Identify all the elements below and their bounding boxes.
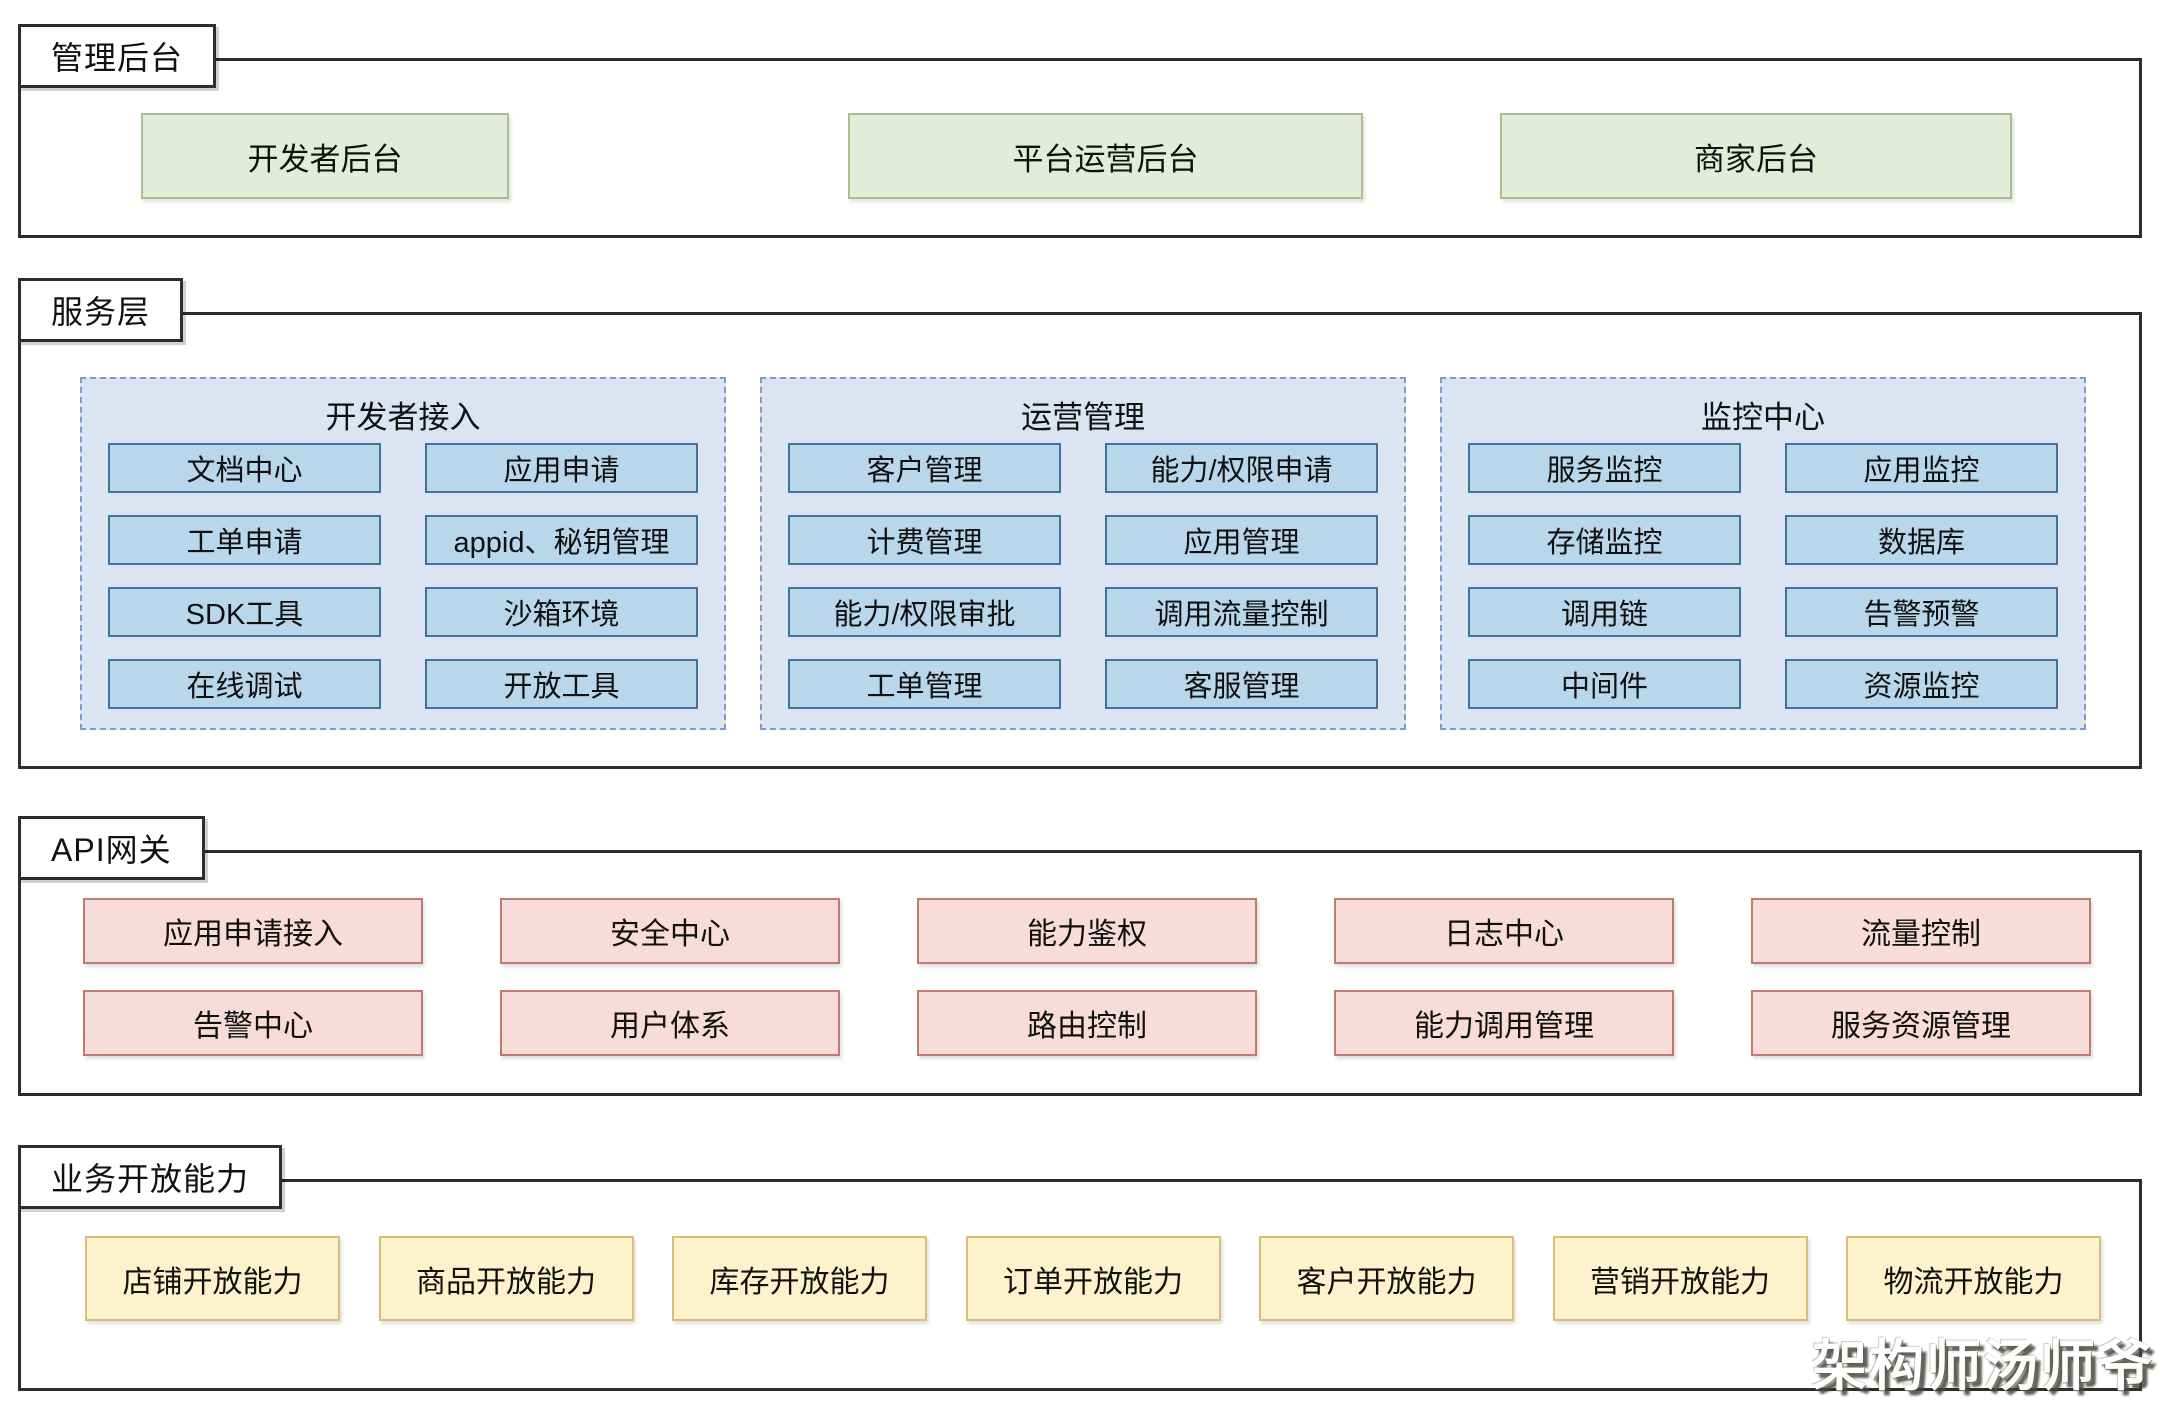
gateway-item-box: 日志中心 — [1334, 898, 1674, 964]
gateway-item-box: 服务资源管理 — [1751, 990, 2091, 1056]
capability-item-box: 商品开放能力 — [378, 1236, 634, 1321]
watermark: 架构师汤师爷 — [1811, 1335, 2154, 1397]
capability-item-box: 库存开放能力 — [672, 1236, 927, 1321]
gateway-item-box: 能力调用管理 — [1334, 990, 1674, 1056]
service-item-box: 工单管理 — [788, 659, 1061, 709]
gateway-items: 应用申请接入 安全中心 能力鉴权 日志中心 流量控制 告警中心 用户体系 路由控… — [83, 898, 2091, 1056]
service-item-box: 客户管理 — [788, 443, 1061, 493]
capability-items: 店铺开放能力 商品开放能力 库存开放能力 订单开放能力 客户开放能力 营销开放能… — [85, 1236, 2101, 1321]
capability-item-box: 物流开放能力 — [1846, 1236, 2101, 1321]
service-item-box: 客服管理 — [1105, 659, 1378, 709]
section-service-layer: 服务层 开发者接入 文档中心 应用申请 工单申请 appid、秘钥管理 SDK工… — [18, 278, 2142, 769]
section-label-capability: 业务开放能力 — [18, 1145, 283, 1209]
gateway-item-box: 告警中心 — [83, 990, 423, 1056]
section-business-open-capability: 业务开放能力 店铺开放能力 商品开放能力 库存开放能力 订单开放能力 客户开放能… — [18, 1145, 2142, 1391]
group-operation-management: 运营管理 客户管理 能力/权限申请 计费管理 应用管理 能力/权限审批 调用流量… — [760, 377, 1406, 730]
service-item-box: 服务监控 — [1468, 443, 1741, 493]
capability-item-box: 订单开放能力 — [965, 1236, 1221, 1321]
service-item-box: 告警预警 — [1785, 587, 2058, 637]
section-api-gateway: API网关 应用申请接入 安全中心 能力鉴权 日志中心 流量控制 告警中心 用户… — [18, 816, 2142, 1096]
group-title: 监控中心 — [1701, 400, 1825, 435]
service-item-box: 调用链 — [1468, 587, 1741, 637]
service-item-box: 能力/权限审批 — [788, 587, 1061, 637]
group-title: 开发者接入 — [325, 400, 481, 435]
service-item-box: 数据库 — [1785, 515, 2058, 565]
section-management-backend: 管理后台 开发者后台 平台运营后台 商家后台 — [18, 24, 2142, 238]
section-label-gateway: API网关 — [18, 816, 205, 880]
gateway-item-box: 流量控制 — [1751, 898, 2091, 964]
section-label-management: 管理后台 — [18, 24, 217, 88]
capability-item-box: 营销开放能力 — [1552, 1236, 1808, 1321]
group-monitoring-center: 监控中心 服务监控 应用监控 存储监控 数据库 调用链 告警预警 中间件 资源监… — [1440, 377, 2086, 730]
service-item-box: 开放工具 — [425, 659, 698, 709]
service-item-box: 应用申请 — [425, 443, 698, 493]
gateway-item-box: 安全中心 — [500, 898, 840, 964]
group-items: 客户管理 能力/权限申请 计费管理 应用管理 能力/权限审批 调用流量控制 工单… — [788, 443, 1378, 709]
service-item-box: appid、秘钥管理 — [425, 515, 698, 565]
service-item-box: 在线调试 — [108, 659, 381, 709]
merchant-backend-box: 商家后台 — [1500, 113, 2012, 199]
group-items: 服务监控 应用监控 存储监控 数据库 调用链 告警预警 中间件 资源监控 — [1468, 443, 2058, 709]
service-item-box: 资源监控 — [1785, 659, 2058, 709]
gateway-item-box: 路由控制 — [917, 990, 1257, 1056]
gateway-item-box: 应用申请接入 — [83, 898, 423, 964]
section-label-service: 服务层 — [18, 278, 184, 342]
service-item-box: SDK工具 — [108, 587, 381, 637]
group-items: 文档中心 应用申请 工单申请 appid、秘钥管理 SDK工具 沙箱环境 在线调… — [108, 443, 698, 709]
service-item-box: 应用管理 — [1105, 515, 1378, 565]
service-item-box: 沙箱环境 — [425, 587, 698, 637]
service-item-box: 调用流量控制 — [1105, 587, 1378, 637]
service-item-box: 能力/权限申请 — [1105, 443, 1378, 493]
service-item-box: 应用监控 — [1785, 443, 2058, 493]
gateway-item-box: 能力鉴权 — [917, 898, 1257, 964]
gateway-item-box: 用户体系 — [500, 990, 840, 1056]
service-item-box: 中间件 — [1468, 659, 1741, 709]
service-item-box: 存储监控 — [1468, 515, 1741, 565]
service-item-box: 计费管理 — [788, 515, 1061, 565]
group-developer-access: 开发者接入 文档中心 应用申请 工单申请 appid、秘钥管理 SDK工具 沙箱… — [80, 377, 726, 730]
developer-backend-box: 开发者后台 — [141, 113, 509, 199]
capability-item-box: 店铺开放能力 — [85, 1236, 340, 1321]
group-title: 运营管理 — [1021, 400, 1145, 435]
service-item-box: 工单申请 — [108, 515, 381, 565]
service-item-box: 文档中心 — [108, 443, 381, 493]
platform-ops-backend-box: 平台运营后台 — [848, 113, 1363, 199]
capability-item-box: 客户开放能力 — [1259, 1236, 1514, 1321]
